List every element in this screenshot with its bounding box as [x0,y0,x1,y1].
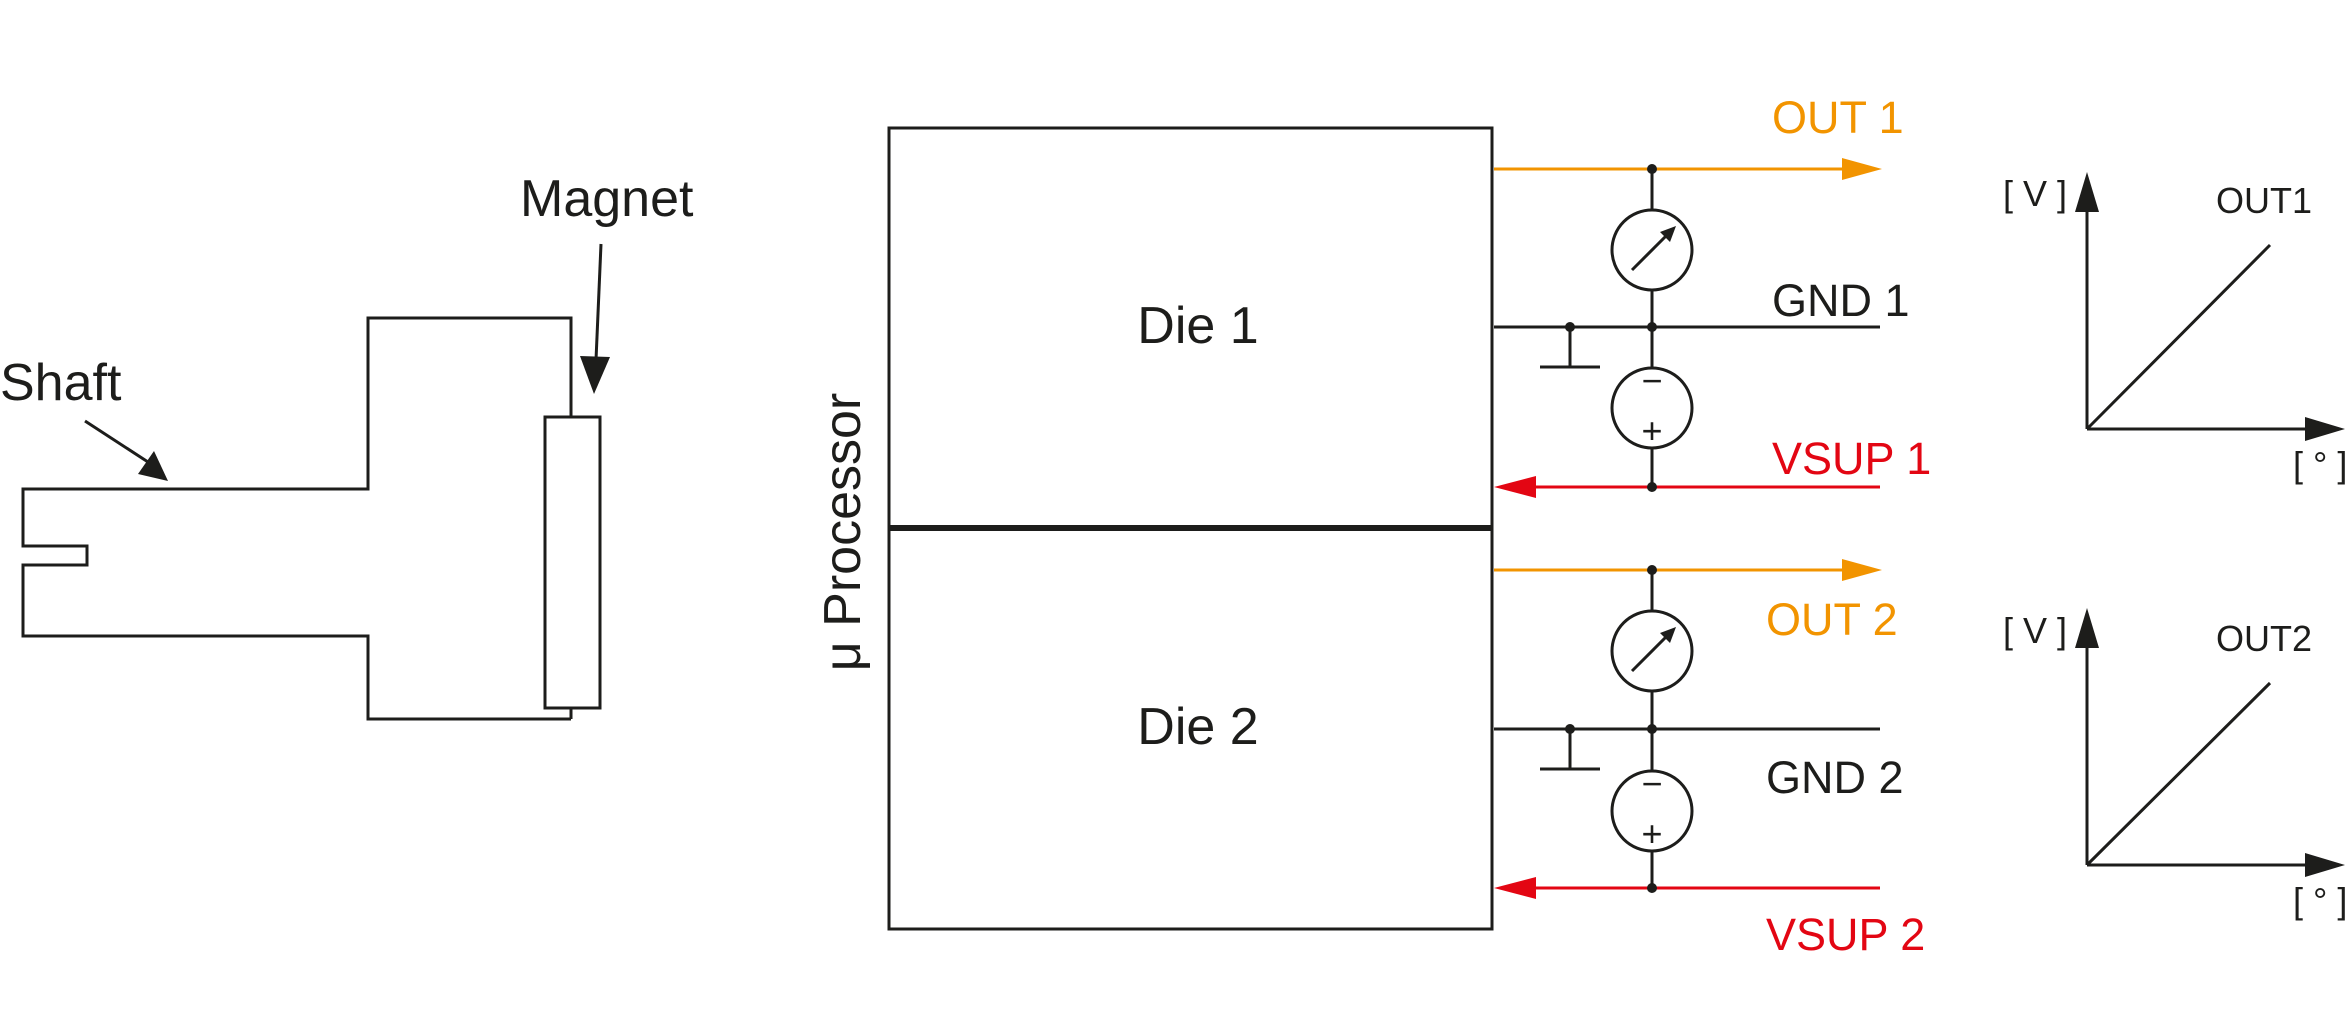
x-axis-arrowhead [2305,417,2345,441]
output-line [2085,243,2272,431]
out1-arrowhead [1842,158,1882,180]
voltage-source-icon: − + [1610,763,1694,854]
output-graph-1: [ V ] [ ° ] OUT1 [2003,172,2347,485]
shaft-pointer [84,419,168,481]
ground-symbol-icon [1540,729,1600,771]
source-plus: + [1641,813,1662,854]
vsup1-arrowhead [1494,476,1536,498]
shaft-drawing [21,316,602,721]
out2-label: OUT 2 [1766,594,1898,645]
x-unit-label: [ ° ] [2293,444,2347,485]
node-dot [1647,322,1657,332]
magnet-block [543,415,602,710]
source-minus: − [1641,360,1662,401]
line-label: OUT1 [2216,180,2312,221]
processor-label: μ Processor [814,393,872,671]
channel-2: − + OUT 2 GND 2 VSUP 2 [1494,559,1925,960]
source-plus: + [1641,410,1662,451]
line-label: OUT2 [2216,618,2312,659]
vsup2-label: VSUP 2 [1766,909,1925,960]
vsup1-label: VSUP 1 [1772,433,1931,484]
y-unit-label: [ V ] [2003,173,2067,214]
meter-icon [1610,609,1694,693]
shaft-label: Shaft [0,354,122,412]
gnd1-label: GND 1 [1772,275,1910,326]
out2-arrowhead [1842,559,1882,581]
node-dot [1647,565,1657,575]
ground-symbol-icon [1540,327,1600,369]
x-unit-label: [ ° ] [2293,880,2347,921]
node-dot [1647,482,1657,492]
source-minus: − [1641,763,1662,804]
die1-label: Die 1 [1137,297,1258,355]
magnet-pointer [580,243,610,394]
output-graph-2: [ V ] [ ° ] OUT2 [2003,608,2347,921]
magnet-label: Magnet [520,170,694,228]
y-axis-arrowhead [2075,172,2099,212]
channel-1: − + OUT 1 GND 1 VSUP 1 [1494,92,1931,498]
x-axis-arrowhead [2305,853,2345,877]
y-axis-arrowhead [2075,608,2099,648]
output-line [2085,681,2272,867]
voltage-source-icon: − + [1610,360,1694,451]
gnd2-label: GND 2 [1766,752,1904,803]
out1-label: OUT 1 [1772,92,1904,143]
node-dot [1647,164,1657,174]
node-dot [1647,883,1657,893]
y-unit-label: [ V ] [2003,610,2067,651]
shaft-outline [21,316,573,721]
meter-icon [1610,208,1694,292]
die2-label: Die 2 [1137,698,1258,756]
vsup2-arrowhead [1494,877,1536,899]
node-dot [1647,724,1657,734]
